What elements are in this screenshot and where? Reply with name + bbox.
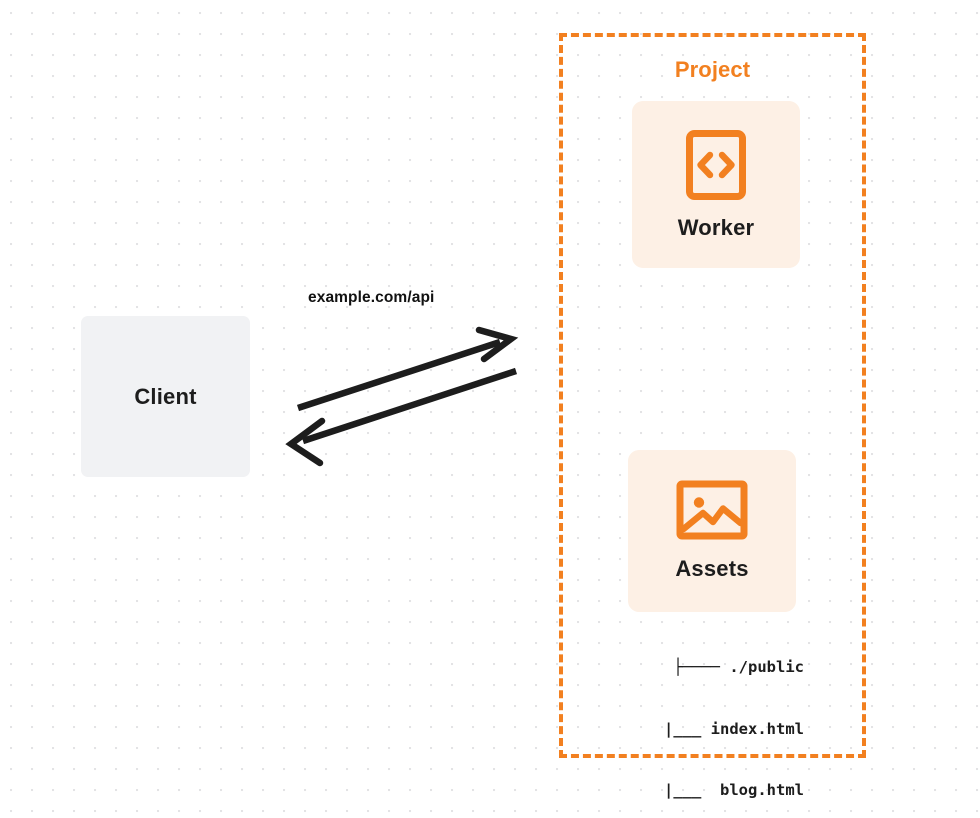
- image-picture-icon: [676, 480, 748, 540]
- code-brackets-icon: [685, 129, 747, 201]
- file-tree-line: ├──── ./public: [673, 658, 804, 676]
- node-worker-label: Worker: [677, 214, 755, 240]
- edge-response: [285, 367, 518, 467]
- node-client[interactable]: Client: [81, 316, 250, 477]
- node-assets[interactable]: Assets: [628, 450, 796, 612]
- container-project: Project: [559, 33, 866, 758]
- node-client-label: Client: [134, 383, 197, 409]
- file-tree-line: |___ index.html: [617, 719, 804, 738]
- assets-file-tree: ├──── ./public |___ index.html |___ blog…: [604, 616, 804, 818]
- node-assets-label: Assets: [675, 556, 749, 581]
- node-worker[interactable]: Worker: [632, 101, 800, 268]
- edge-request: [296, 326, 519, 412]
- file-tree-line: |___ blog.html: [617, 781, 804, 799]
- container-project-title: Project: [667, 57, 758, 83]
- edge-request-label: example.com/api: [308, 289, 435, 306]
